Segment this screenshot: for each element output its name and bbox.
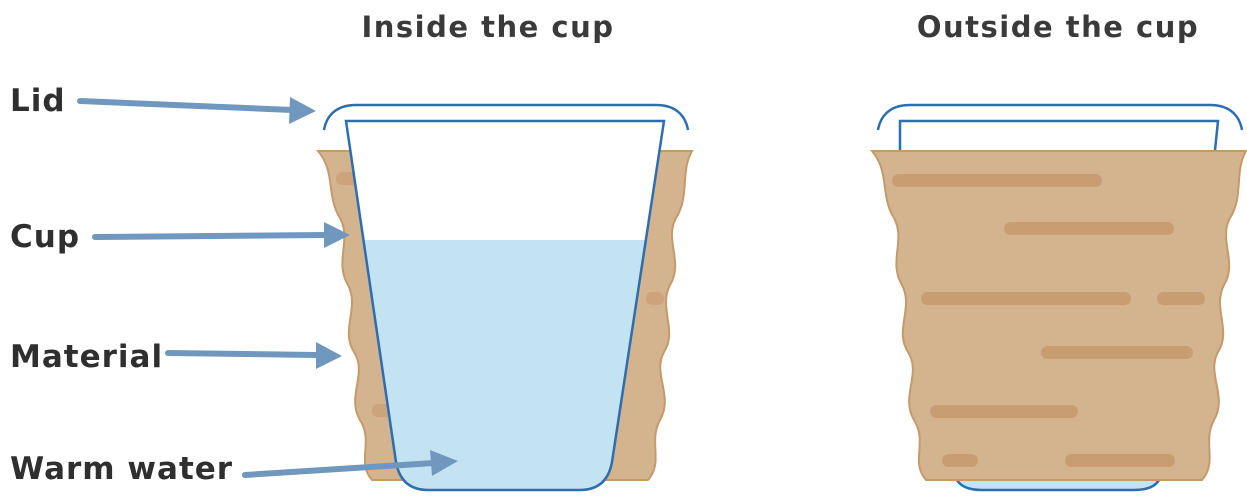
material-stripe (942, 454, 978, 467)
arrow-lid (80, 97, 316, 124)
material-stripe (1004, 222, 1174, 235)
label-material: Material (10, 339, 163, 375)
material-stripe (921, 292, 1131, 305)
material-stripe (892, 174, 1102, 187)
inside-cup-section (318, 105, 692, 496)
outside-cup-view (872, 105, 1246, 490)
arrow-material (168, 342, 342, 369)
arrow-cup (95, 222, 350, 248)
material-stripe (1157, 292, 1205, 305)
material-stripe (1041, 346, 1193, 359)
label-warm-water: Warm water (10, 451, 233, 487)
material-stripe (1065, 454, 1175, 467)
label-cup: Cup (10, 219, 80, 255)
material-stripe (646, 292, 664, 305)
title-inside: Inside the cup (361, 10, 614, 44)
material-wrap-outside (872, 151, 1246, 480)
title-outside: Outside the cup (917, 10, 1199, 44)
material-stripe (930, 405, 1078, 418)
label-lid: Lid (10, 83, 66, 119)
